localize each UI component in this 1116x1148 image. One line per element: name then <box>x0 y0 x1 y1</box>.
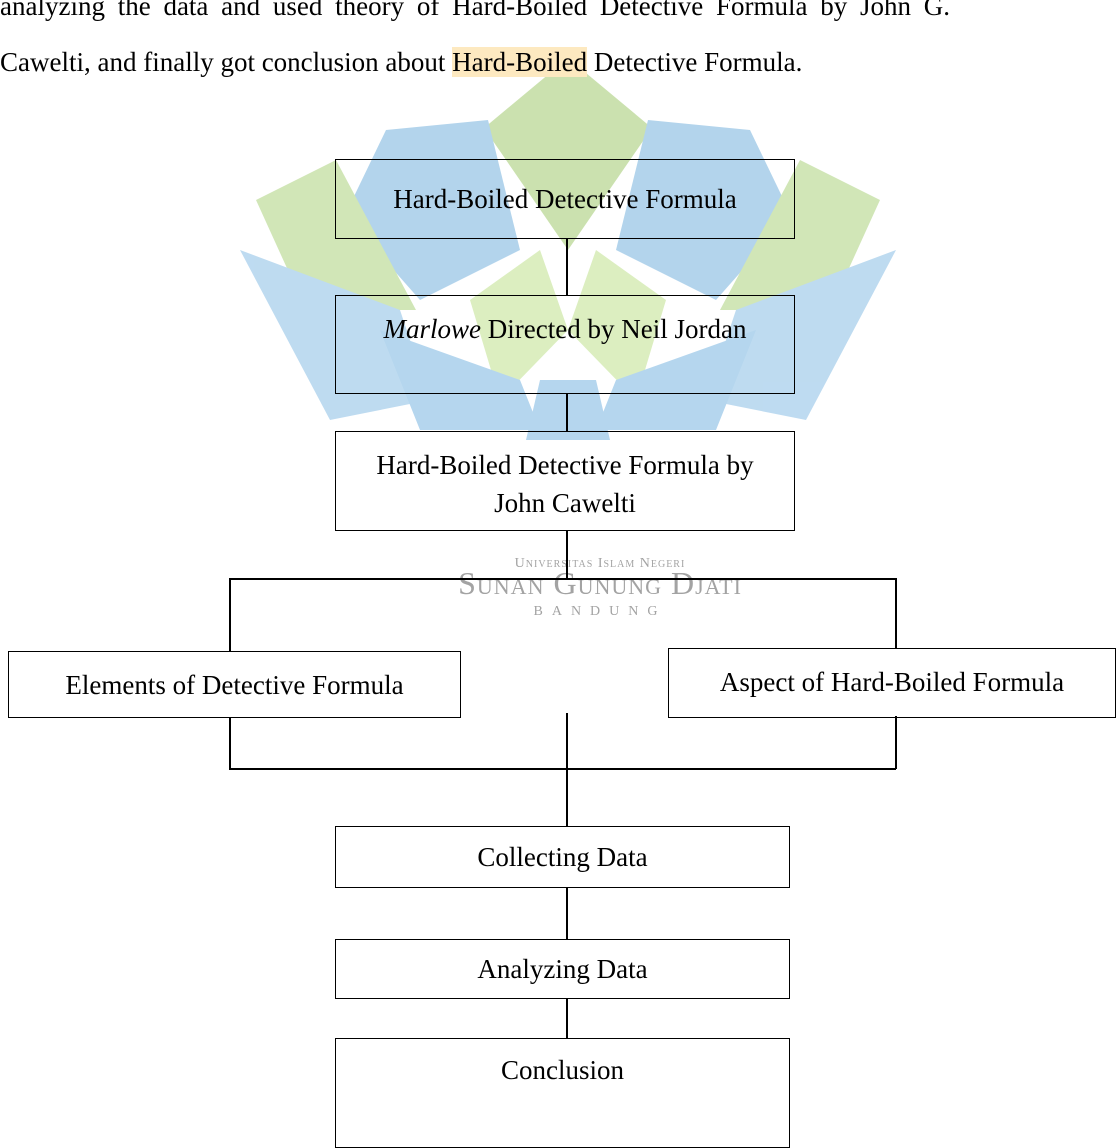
box-hard-boiled-detective-formula: Hard-Boiled Detective Formula <box>335 159 795 239</box>
box-left-label: Elements of Detective Formula <box>65 670 404 700</box>
watermark-line-2: Sunan Gunung Djati <box>458 565 742 601</box>
intro-line-2: Cawelti, and finally got conclusion abou… <box>0 34 1116 90</box>
box-conclusion: Conclusion <box>335 1038 790 1148</box>
connector-merge-left <box>229 717 231 769</box>
box-cawelti-formula: Hard-Boiled Detective Formula by John Ca… <box>335 431 795 531</box>
box-collecting-data: Collecting Data <box>335 826 790 888</box>
watermark-line-3: BANDUNG <box>533 604 667 619</box>
box-2-title-italic: Marlowe <box>383 314 482 344</box>
box-marlowe: Marlowe Directed by Neil Jordan <box>335 295 795 394</box>
connector-split-horizontal <box>229 578 896 580</box>
box-5-label: Analyzing Data <box>477 954 648 984</box>
connector-merge-horizontal <box>229 768 896 770</box>
box-6-label: Conclusion <box>500 1055 624 1085</box>
intro-line-2-start: Cawelti, and finally got conclusion abou… <box>0 47 453 77</box>
watermark-line-1: Universitas Islam Negeri <box>514 556 686 571</box>
connector-3-split <box>566 530 568 579</box>
box-2-label-rest: Directed by Neil Jordan <box>481 314 747 344</box>
box-4-label: Collecting Data <box>477 842 648 872</box>
connector-merge-4 <box>566 713 568 827</box>
connector-2-3 <box>566 393 568 431</box>
connector-split-left <box>229 578 231 652</box>
connector-4-5 <box>566 887 568 939</box>
intro-highlight: Hard-Boiled <box>452 47 588 77</box>
intro-line-2-end: Detective Formula. <box>587 47 803 77</box>
intro-paragraph: analyzing the data and used theory of Ha… <box>0 0 1116 90</box>
box-2-label: Marlowe Directed by Neil Jordan <box>384 310 747 348</box>
intro-line-1: analyzing the data and used theory of Ha… <box>0 0 951 21</box>
box-elements-of-detective-formula: Elements of Detective Formula <box>8 651 461 718</box>
box-analyzing-data: Analyzing Data <box>335 939 790 999</box>
box-1-label: Hard-Boiled Detective Formula <box>393 184 737 214</box>
connector-split-right <box>895 578 897 649</box>
box-aspect-of-hard-boiled-formula: Aspect of Hard-Boiled Formula <box>668 648 1116 718</box>
box-3-label: Hard-Boiled Detective Formula by John Ca… <box>376 450 754 518</box>
connector-1-2 <box>566 238 568 295</box>
box-right-label: Aspect of Hard-Boiled Formula <box>719 667 1065 697</box>
connector-5-6 <box>566 998 568 1038</box>
connector-merge-right <box>895 716 897 769</box>
